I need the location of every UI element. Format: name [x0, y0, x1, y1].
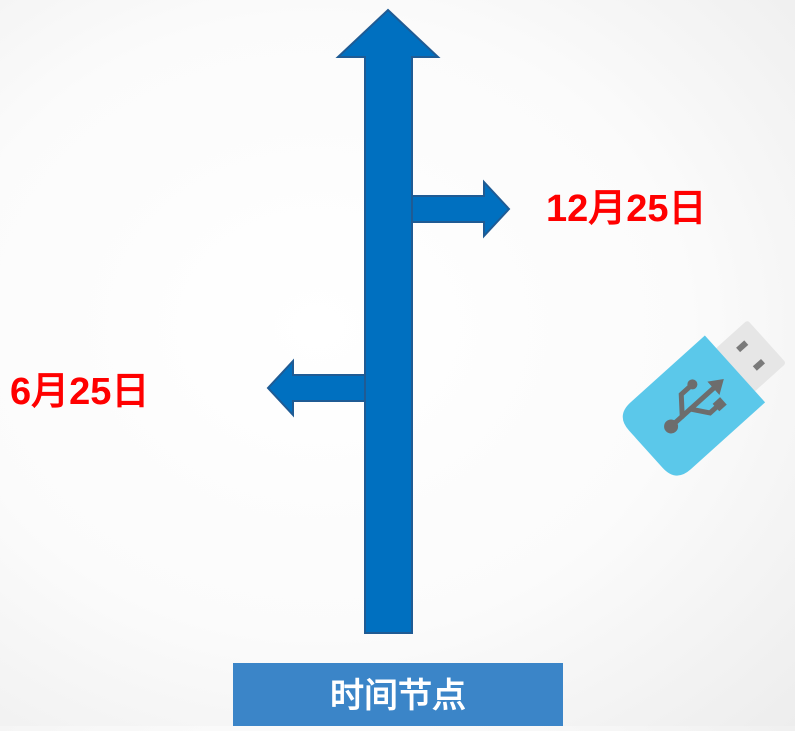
- usb-symbol-base: [664, 419, 679, 434]
- timeline-caption: 时间节点: [233, 663, 563, 726]
- usb-symbol-icon: [669, 383, 721, 429]
- milestone-date-upper: 12月25日: [546, 188, 707, 230]
- branch-arrow-right: [411, 179, 511, 239]
- usb-symbol-tip: [707, 378, 724, 395]
- branch-arrow-left: [266, 358, 366, 418]
- usb-symbol-square: [712, 397, 727, 412]
- usb-symbol-dot: [687, 379, 698, 390]
- usb-cap-slot-bottom: [752, 358, 766, 371]
- milestone-date-lower: 6月25日: [10, 371, 150, 413]
- usb-cap-slot-top: [736, 340, 749, 353]
- timeline-caption-text: 时间节点: [330, 676, 466, 716]
- usb-drive-icon: [622, 321, 786, 476]
- usb-drive-cap: [715, 321, 786, 392]
- main-timeline-arrow: [335, 8, 441, 634]
